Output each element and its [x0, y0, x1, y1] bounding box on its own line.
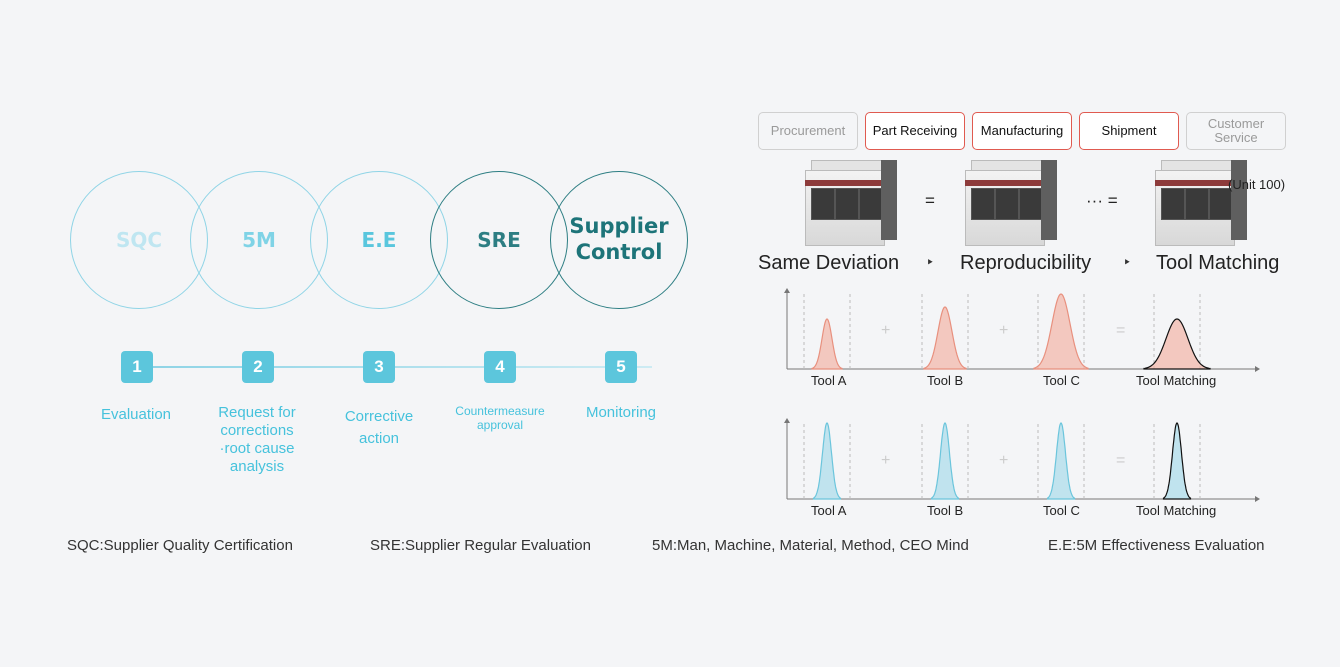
top-tick-tool-c: Tool C [1043, 373, 1080, 388]
step-3-label: Corrective action [344, 408, 414, 447]
step-5-label: Monitoring [585, 404, 657, 421]
process-customer-service: Customer Service [1186, 112, 1286, 150]
top-tick-tool-a: Tool A [811, 373, 847, 388]
top-tick-tool-matching: Tool Matching [1136, 373, 1217, 388]
bottom-tick-tool-b: Tool B [927, 503, 964, 518]
bottom-chart-curve-3 [1162, 422, 1192, 500]
step-4-label: Countermeasure approval [455, 404, 545, 432]
bottom-chart-curve-2 [1046, 422, 1076, 500]
process-shipment: Shipment [1079, 112, 1179, 150]
step-1-label: Evaluation [100, 406, 172, 423]
unit-label: (Unit 100) [1228, 177, 1286, 192]
distribution-chart-top [784, 288, 1260, 372]
venn-label-5m: 5M [242, 228, 276, 252]
ellipsis-equals: ··· = [1086, 191, 1118, 210]
top-plus-1: + [881, 322, 891, 339]
footnote-sre: SRE:Supplier Regular Evaluation [370, 537, 591, 554]
top-equals: = [1116, 322, 1126, 339]
step-2-badge: 2 [242, 351, 274, 383]
process-part-receiving: Part Receiving [865, 112, 965, 150]
bottom-plus-1: + [881, 452, 891, 469]
step-2-label: Request for corrections ·root cause anal… [218, 404, 296, 475]
top-chart-y-arrow [784, 288, 790, 293]
venn-label-sqc: SQC [115, 228, 163, 252]
top-chart-curve-2 [1033, 293, 1089, 370]
process-procurement: Procurement [758, 112, 858, 150]
top-chart-curve-3 [1143, 318, 1211, 370]
top-chart-curve-0 [811, 318, 843, 370]
top-tick-tool-b: Tool B [927, 373, 964, 388]
footnote-sqc: SQC:Supplier Quality Certification [67, 537, 293, 554]
machine-image-2 [965, 160, 1057, 246]
machine-image-1 [805, 160, 897, 246]
bottom-chart-x-arrow [1255, 496, 1260, 502]
bottom-chart-curve-0 [812, 422, 842, 500]
venn-circle-supplier-control [550, 171, 688, 309]
footnote-5m: 5M:Man, Machine, Material, Method, CEO M… [652, 537, 969, 554]
top-chart-x-arrow [1255, 366, 1260, 372]
caption-tool-matching: Tool Matching [1156, 252, 1280, 274]
venn-label-ee: E.E [361, 228, 397, 252]
footnote-ee: E.E:5M Effectiveness Evaluation [1048, 537, 1265, 554]
equals-sign-1: = [925, 191, 935, 210]
top-chart-curve-1 [923, 306, 967, 370]
caption-same-deviation: Same Deviation [758, 252, 900, 274]
bottom-equals: = [1116, 452, 1126, 469]
machine-image-3 [1155, 160, 1247, 246]
step-1-badge: 1 [121, 351, 153, 383]
timeline-line [152, 366, 652, 368]
process-manufacturing: Manufacturing [972, 112, 1072, 150]
bottom-chart-y-arrow [784, 418, 790, 423]
bottom-plus-2: + [999, 452, 1009, 469]
venn-label-supplier-control: Supplier Control [569, 214, 669, 264]
distribution-chart-bottom [784, 418, 1260, 502]
bottom-tick-tool-c: Tool C [1043, 503, 1080, 518]
bottom-tick-tool-a: Tool A [811, 503, 847, 518]
caption-arrow-2: ‣ [1123, 254, 1132, 270]
caption-arrow-1: ‣ [926, 254, 935, 270]
step-5-badge: 5 [605, 351, 637, 383]
top-plus-2: + [999, 322, 1009, 339]
step-4-badge: 4 [484, 351, 516, 383]
bottom-tick-tool-matching: Tool Matching [1136, 503, 1217, 518]
caption-reproducibility: Reproducibility [960, 252, 1092, 274]
step-3-badge: 3 [363, 351, 395, 383]
bottom-chart-curve-1 [930, 422, 960, 500]
venn-label-sre: SRE [477, 228, 521, 252]
